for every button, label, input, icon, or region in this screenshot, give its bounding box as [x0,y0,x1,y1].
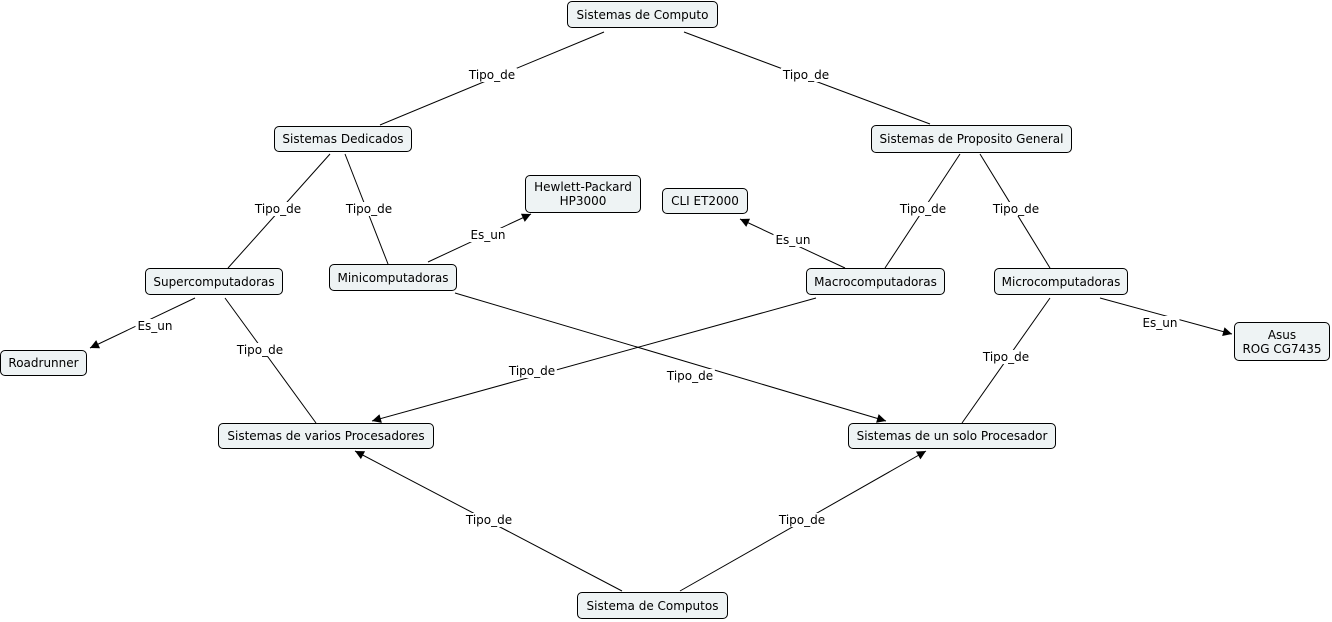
link-label-es-un: Es_un [773,233,813,247]
link-label-tipo-de: Tipo_de [252,202,304,216]
link-label-es-un: Es_un [1140,316,1180,330]
node-sistemas-de-computo[interactable]: Sistemas de Computo [567,1,718,28]
link-label-tipo-de: Tipo_de [776,513,828,527]
link-label-tipo-de: Tipo_de [980,350,1032,364]
node-sistema-de-computos[interactable]: Sistema de Computos [577,592,728,619]
link-label-tipo-de: Tipo_de [343,202,395,216]
node-roadrunner[interactable]: Roadrunner [0,350,87,376]
link-label-es-un: Es_un [468,228,508,242]
link-label-tipo-de: Tipo_de [463,513,515,527]
node-microcomputadoras[interactable]: Microcomputadoras [994,268,1128,295]
node-sistemas-proposito-general[interactable]: Sistemas de Proposito General [871,125,1072,153]
node-minicomputadoras[interactable]: Minicomputadoras [329,264,457,291]
link-label-tipo-de: Tipo_de [506,364,558,378]
arrow-line [454,292,887,423]
link-label-tipo-de: Tipo_de [466,68,518,82]
node-cli-et2000[interactable]: CLI ET2000 [662,188,748,214]
link-label-tipo-de: Tipo_de [664,369,716,383]
node-sistemas-dedicados[interactable]: Sistemas Dedicados [274,126,412,152]
link-label-tipo-de: Tipo_de [234,343,286,357]
node-asus-rog-cg7435[interactable]: Asus ROG CG7435 [1234,322,1330,361]
link-label-es-un: Es_un [135,319,175,333]
link-label-tipo-de: Tipo_de [897,202,949,216]
link-label-tipo-de: Tipo_de [780,68,832,82]
node-macrocomputadoras[interactable]: Macrocomputadoras [806,268,945,295]
node-sistemas-varios-procesadores[interactable]: Sistemas de varios Procesadores [218,423,434,449]
connector-line [224,297,317,424]
node-hewlett-packard-hp3000[interactable]: Hewlett-Packard HP3000 [525,175,641,213]
node-sistemas-un-solo-procesador[interactable]: Sistemas de un solo Procesador [848,423,1056,449]
node-supercomputadoras[interactable]: Supercomputadoras [145,268,283,295]
link-label-tipo-de: Tipo_de [990,202,1042,216]
arrow-line [371,297,817,423]
